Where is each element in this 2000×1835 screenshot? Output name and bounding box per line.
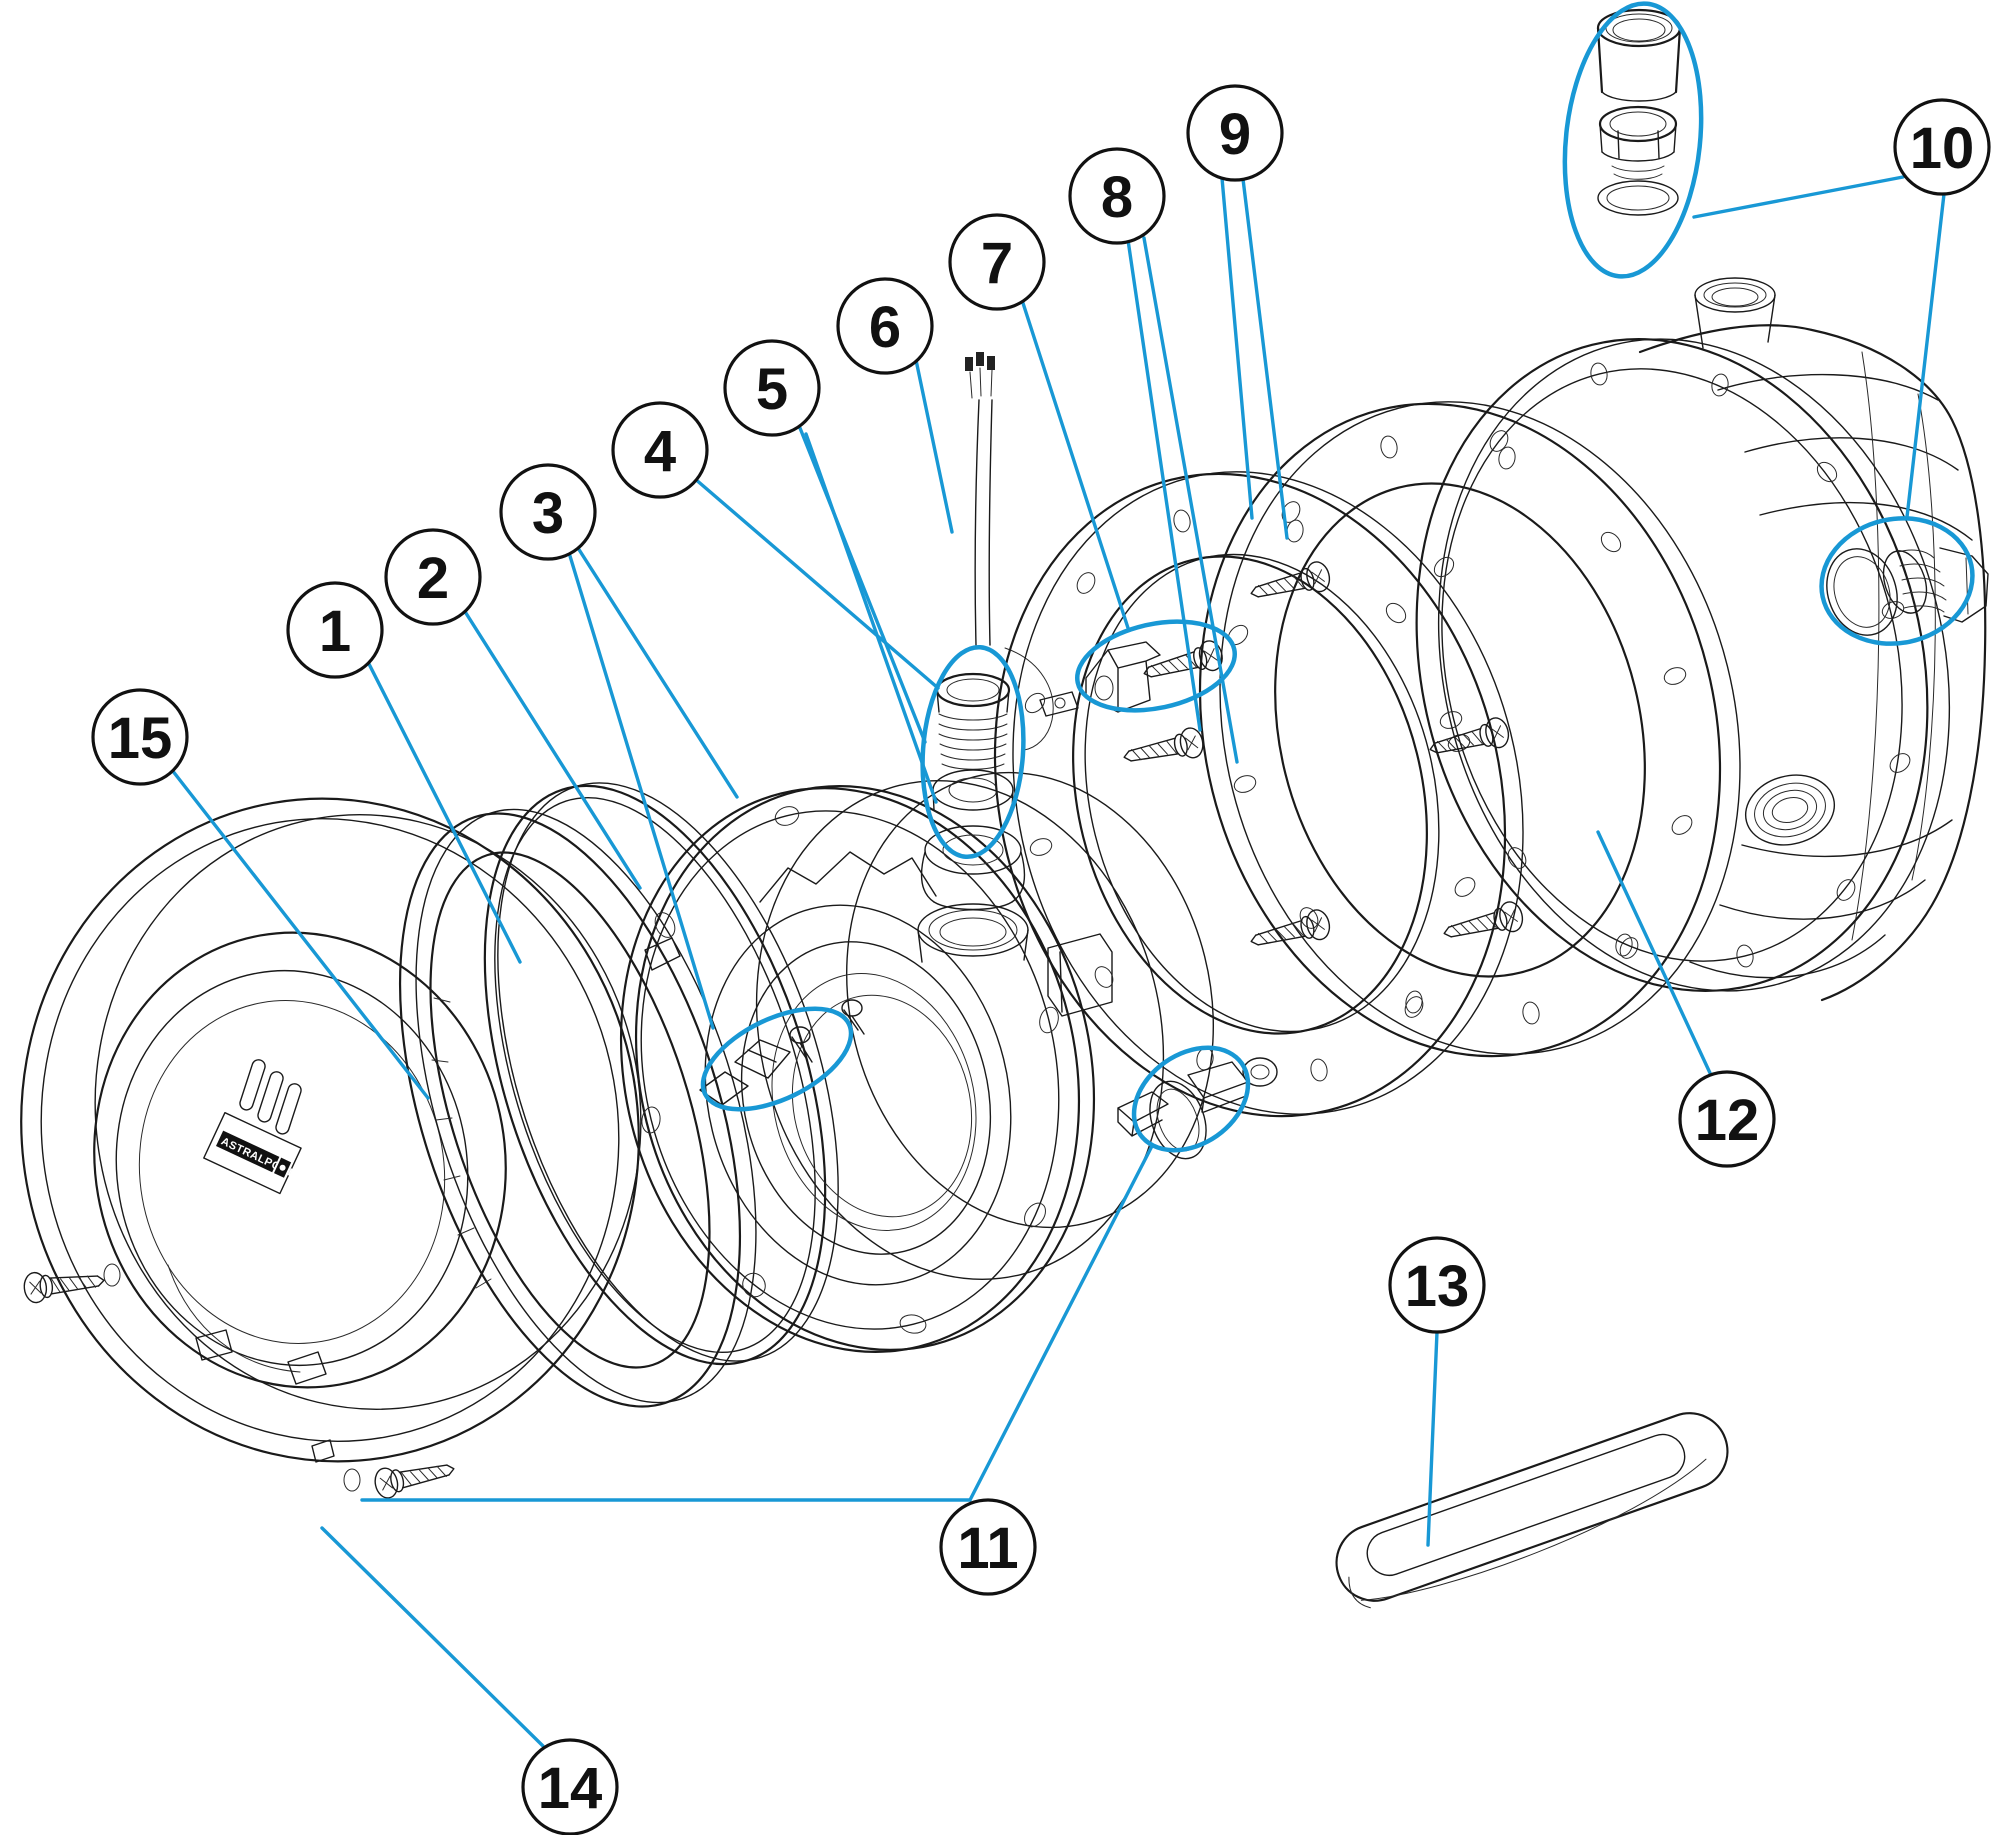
leader-line-14 xyxy=(320,1526,545,1748)
callout-6: 6 xyxy=(836,277,934,375)
clamp-screw-detail xyxy=(1085,637,1227,713)
callout-number-7: 7 xyxy=(981,231,1013,296)
bolt-holes-housing xyxy=(1433,362,1911,968)
highlight-ellipses xyxy=(700,1,1975,1153)
callout-circle-15 xyxy=(91,688,189,786)
callout-number-3: 3 xyxy=(532,481,564,546)
bezel-vent-slots xyxy=(239,1059,302,1135)
bezel-screw-left xyxy=(22,1264,107,1305)
callout-circle-1 xyxy=(286,581,384,679)
highlight-plug xyxy=(1819,516,1975,646)
bolt-ring-a xyxy=(993,471,1524,1118)
leader-line-4 xyxy=(692,476,940,690)
leader-line-2 xyxy=(462,608,642,890)
bolt-ring-b xyxy=(1198,401,1741,1058)
leader-line-11-2 xyxy=(968,1144,1154,1502)
cable-gland-kit xyxy=(1596,8,1682,216)
callout-circle-2 xyxy=(384,528,482,626)
highlight-gland-kit xyxy=(1562,1,1704,279)
highlight-clamp-screw xyxy=(1075,619,1237,713)
callout-number-1: 1 xyxy=(319,599,351,664)
leader-line-5-2 xyxy=(804,432,938,804)
callout-number-11: 11 xyxy=(957,1516,1018,1581)
callout-8: 8 xyxy=(1068,147,1166,245)
callout-number-15: 15 xyxy=(108,706,173,771)
callout-number-4: 4 xyxy=(644,419,676,484)
leader-line-10-1 xyxy=(1692,175,1905,219)
leader-line-6 xyxy=(914,358,954,534)
leader-line-13 xyxy=(1426,1330,1439,1547)
callout-3: 3 xyxy=(499,463,597,561)
callout-2: 2 xyxy=(384,528,482,626)
highlight-gland-stack xyxy=(920,644,1026,860)
handle-wand xyxy=(1335,1412,1729,1609)
callout-circle-14 xyxy=(521,1738,619,1835)
callout-1: 1 xyxy=(286,581,384,679)
callout-14: 14 xyxy=(521,1738,619,1835)
callout-circle-6 xyxy=(836,277,934,375)
callout-circle-12 xyxy=(1678,1070,1776,1168)
highlight-terminals xyxy=(700,1006,854,1112)
leader-line-12 xyxy=(1596,830,1712,1075)
callout-circle-3 xyxy=(499,463,597,561)
leader-line-15 xyxy=(170,768,430,1100)
callout-circle-5 xyxy=(723,339,821,437)
callout-number-12: 12 xyxy=(1695,1088,1760,1153)
callout-number-9: 9 xyxy=(1219,102,1251,167)
leader-line-8-1 xyxy=(1126,238,1202,732)
leader-line-9-2 xyxy=(1241,177,1289,540)
leader-line-7 xyxy=(1020,298,1130,630)
leader-line-1 xyxy=(366,660,522,964)
callout-number-5: 5 xyxy=(756,357,788,422)
callout-4: 4 xyxy=(611,401,709,499)
callout-7: 7 xyxy=(948,213,1046,311)
callout-number-10: 10 xyxy=(1910,116,1975,181)
callout-circle-7 xyxy=(948,213,1046,311)
highlight-cable-clamp xyxy=(1131,1045,1251,1153)
callout-circle-9 xyxy=(1186,84,1284,182)
callout-circle-10 xyxy=(1893,98,1991,196)
leader-lines xyxy=(170,175,1946,1748)
bolt-holes-b xyxy=(1227,435,1693,1025)
callout-5: 5 xyxy=(723,339,821,437)
leader-line-10-2 xyxy=(1905,192,1946,519)
callout-circle-11 xyxy=(939,1498,1037,1596)
callout-10: 10 xyxy=(1893,98,1991,196)
callout-15: 15 xyxy=(91,688,189,786)
callout-number-13: 13 xyxy=(1405,1254,1470,1319)
callout-number-6: 6 xyxy=(869,295,901,360)
terminal-contacts xyxy=(699,999,865,1106)
leader-line-8-2 xyxy=(1142,236,1239,764)
cable-clamp-detail xyxy=(1117,1057,1278,1160)
niche-housing xyxy=(1415,277,1987,1002)
callout-number-8: 8 xyxy=(1101,165,1133,230)
callout-number-2: 2 xyxy=(417,546,449,611)
front-bezel-ring: ASTRALPOOL xyxy=(20,797,642,1501)
callout-12: 12 xyxy=(1678,1070,1776,1168)
callout-13: 13 xyxy=(1388,1236,1486,1334)
callout-circle-8 xyxy=(1068,147,1166,245)
leader-line-3-1 xyxy=(576,546,739,799)
seal-ring xyxy=(483,782,839,1366)
callout-9: 9 xyxy=(1186,84,1284,182)
brand-badge: ASTRALPOOL xyxy=(203,1111,302,1195)
callout-number-14: 14 xyxy=(538,1756,603,1821)
callout-circle-13 xyxy=(1388,1236,1486,1334)
leader-line-9-1 xyxy=(1220,176,1254,520)
callout-11: 11 xyxy=(939,1498,1037,1596)
lamp-assembly xyxy=(619,771,1215,1353)
leader-line-3-2 xyxy=(568,554,715,1030)
callout-circle-4 xyxy=(611,401,709,499)
bezel-screw-inner xyxy=(371,1453,458,1501)
